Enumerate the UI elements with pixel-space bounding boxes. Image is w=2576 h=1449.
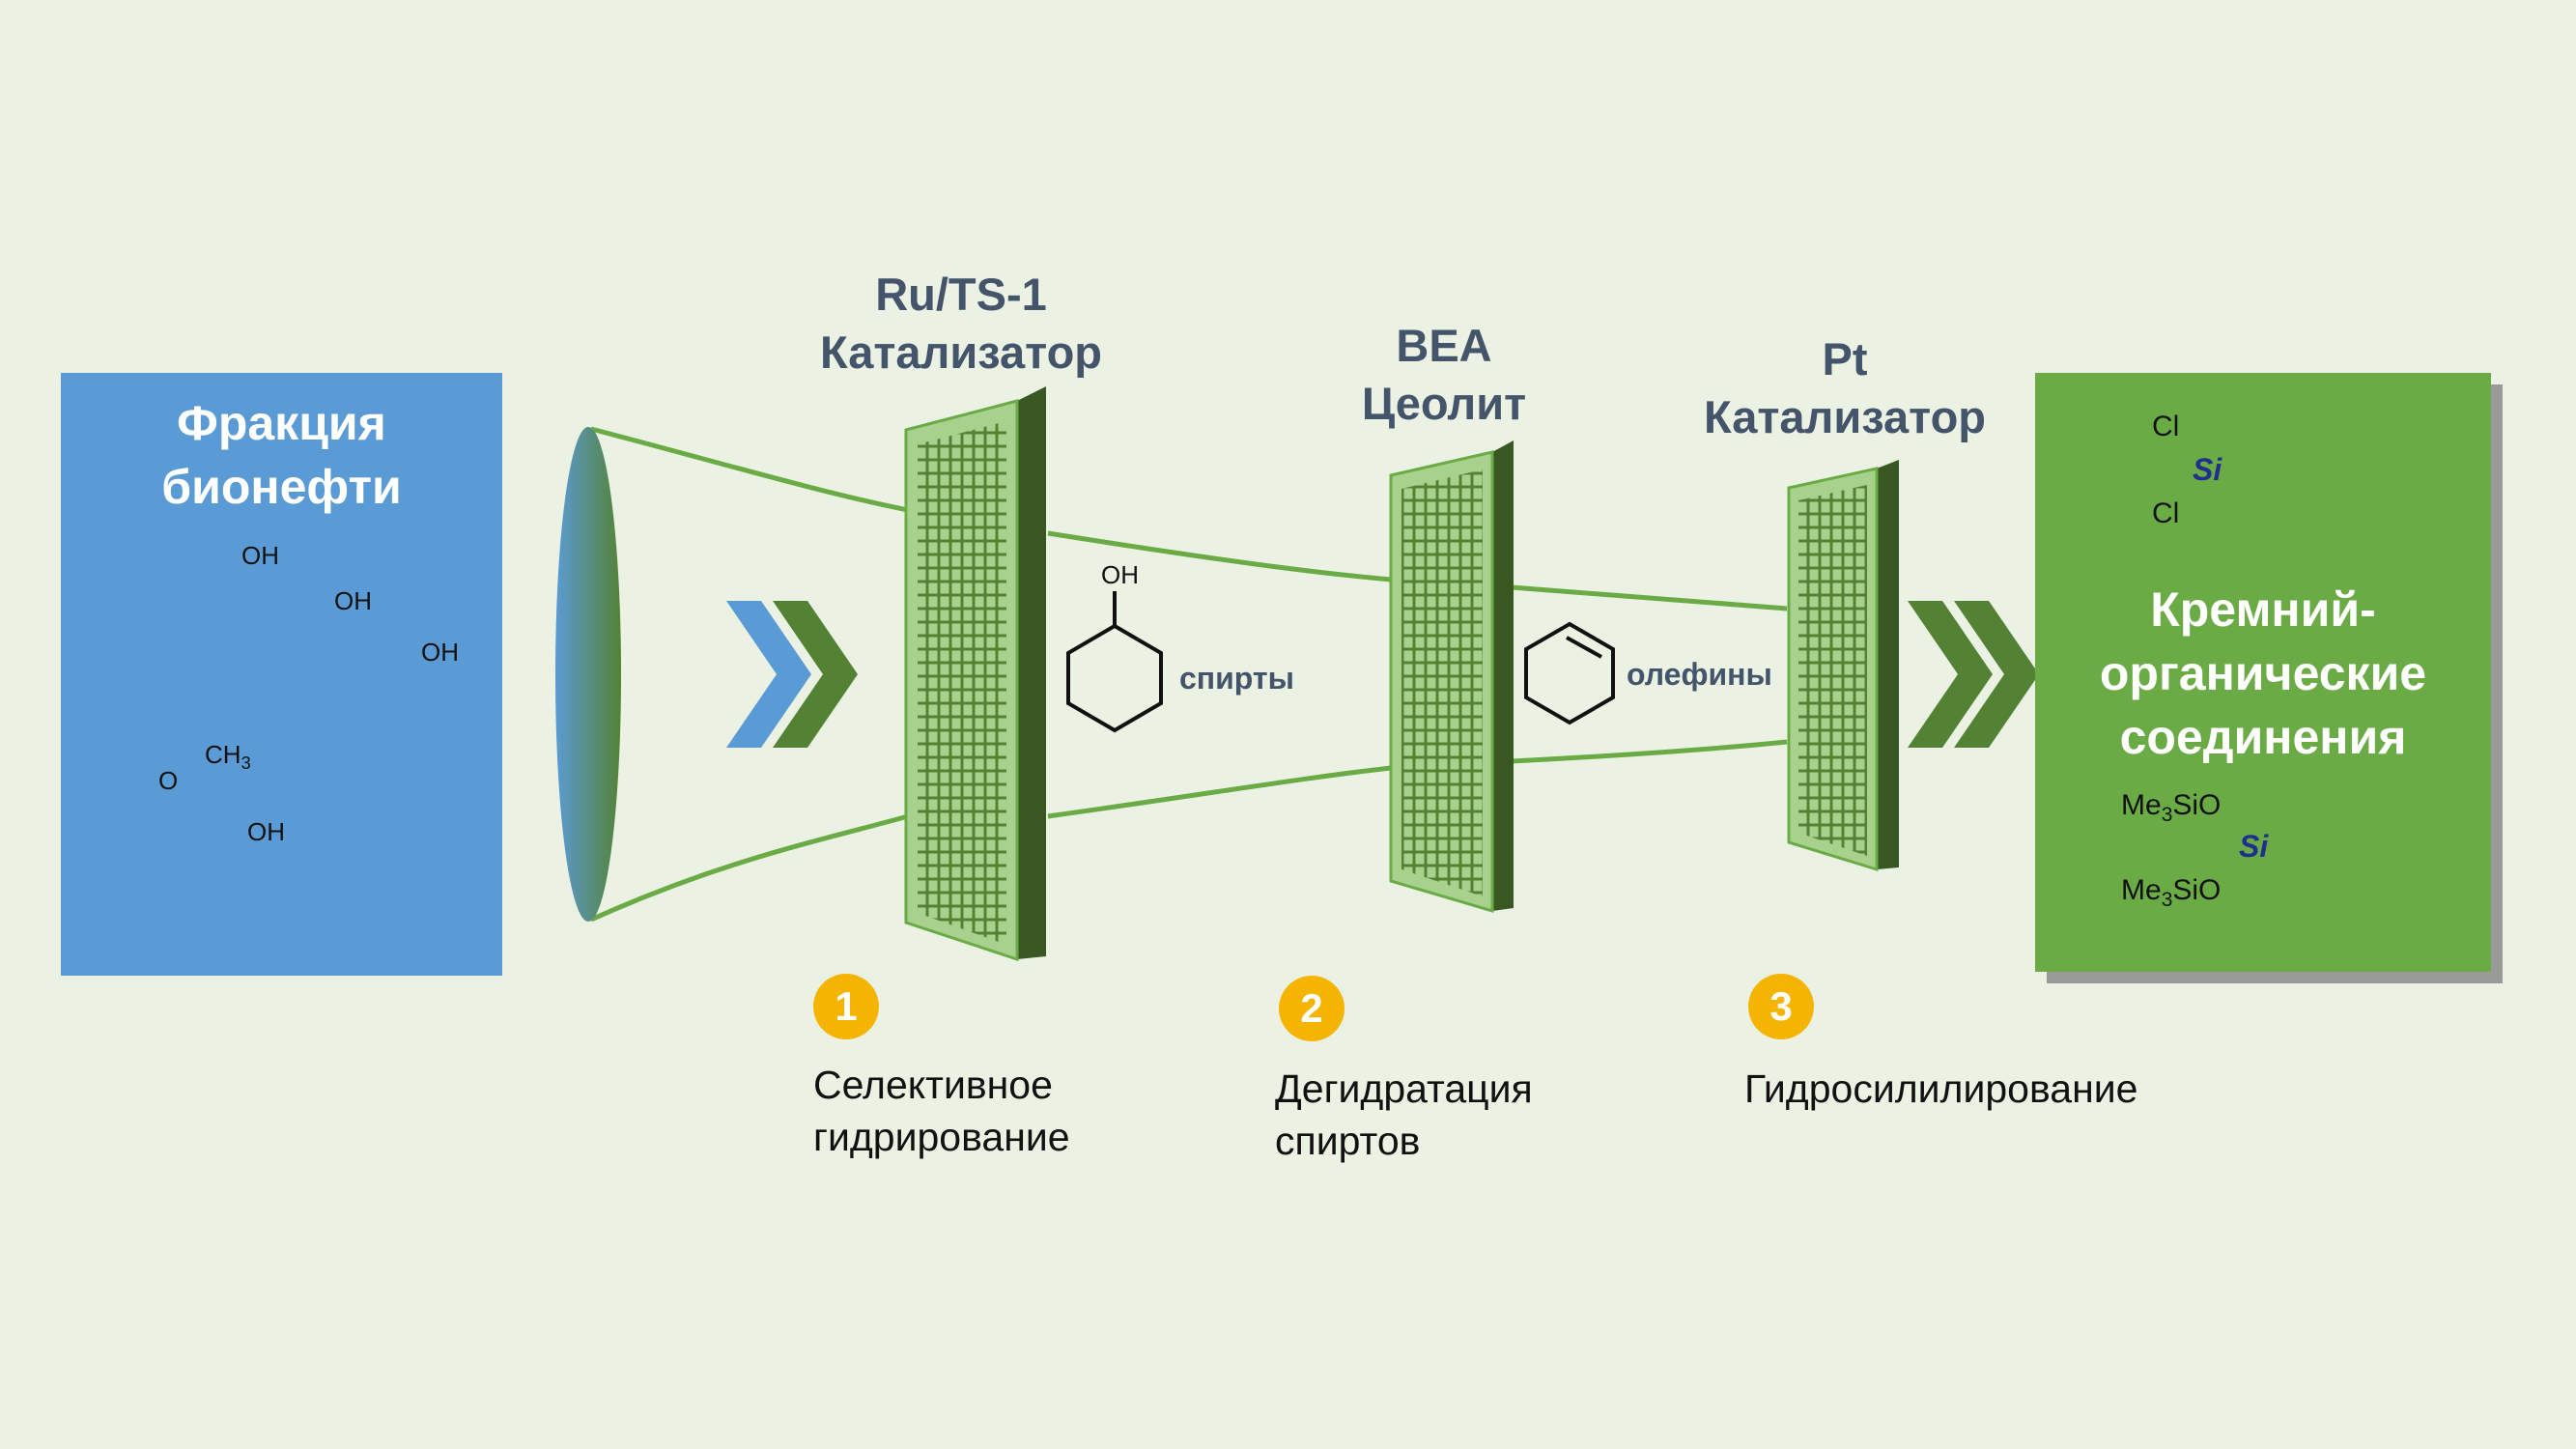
guaiacol-oh-label: OH [247,817,285,846]
step-3-line1: Гидросилилирование [1744,1066,2138,1111]
product2-siO-top-label: Me3SiO [2121,789,2222,826]
step-3-label: Гидросилилирование [1744,1063,2137,1115]
intermediate-olefins-label: олефины [1627,657,1772,692]
catalyst-pt-panel [1787,460,1899,872]
step-2-label: Дегидратация спиртов [1275,1063,1533,1167]
catalyst-1-line2: Катализатор [819,327,1102,378]
catalyst-3-label: Pt Катализатор [1642,330,2048,446]
output-box-title-line3: соединения [2119,710,2407,764]
input-box-bio-oil-fraction [61,373,502,976]
intermediate-alcohols-label: спирты [1179,661,1294,696]
funnel-lines [589,426,1788,923]
funnel-lens [555,427,621,922]
guaiacol-o-label: O [158,766,179,795]
output-box-organosilicon [2035,373,2491,972]
step-1-line1: Селективное [813,1063,1053,1107]
step-1-badge: 1 [813,974,879,1039]
step-2-line1: Дегидратация [1275,1066,1533,1111]
catalyst-ru-ts1-panel [904,386,1046,962]
product2-si-label: Si [2239,829,2269,864]
product1-cl-bottom-label: Cl [2152,497,2180,529]
catalyst-1-line1: Ru/TS-1 [875,269,1047,320]
catalyst-3-line2: Катализатор [1703,391,1986,442]
cyclohexene-molecule [1524,621,1615,725]
catalyst-3-line1: Pt [1822,333,1868,384]
chevron-arrow-right-icon [1908,601,2039,748]
step-1-line2: гидрирование [813,1115,1070,1159]
catalyst-2-label: BEA Цеолит [1246,317,1642,433]
step-3-badge: 3 [1748,974,1814,1039]
catalyst-1-label: Ru/TS-1 Катализатор [753,266,1169,382]
step-2-line2: спиртов [1275,1119,1421,1163]
input-box-title: Фракция бионефти [61,391,502,519]
cyclohexanol-molecule [1066,591,1163,733]
step-1-label: Селективное гидрирование [813,1059,1070,1163]
cyclohexanol-oh-label: OH [1101,560,1139,589]
guaiacol-ch3-label: CH3 [205,740,251,774]
input-box-title-line1: Фракция [177,396,386,450]
output-box-title-line1: Кремний- [2150,582,2376,637]
phenol-oh-label: OH [241,541,279,570]
product2-siO-bottom-label: Me3SiO [2121,874,2222,911]
catechol-oh2-label: OH [421,638,459,667]
output-box-title-line2: органические [2099,646,2427,700]
catalyst-2-line2: Цеолит [1361,378,1527,429]
catalyst-bea-panel [1389,440,1514,914]
output-box-title: Кремний- органические соединения [2035,578,2491,769]
catalyst-2-line1: BEA [1396,320,1492,371]
input-box-title-line2: бионефти [161,460,402,514]
chevron-arrow-left-icon [726,601,858,748]
product1-si-label: Si [2193,452,2222,487]
product1-cl-top-label: Cl [2152,411,2180,442]
step-2-badge: 2 [1279,976,1345,1041]
catechol-oh1-label: OH [334,586,372,615]
